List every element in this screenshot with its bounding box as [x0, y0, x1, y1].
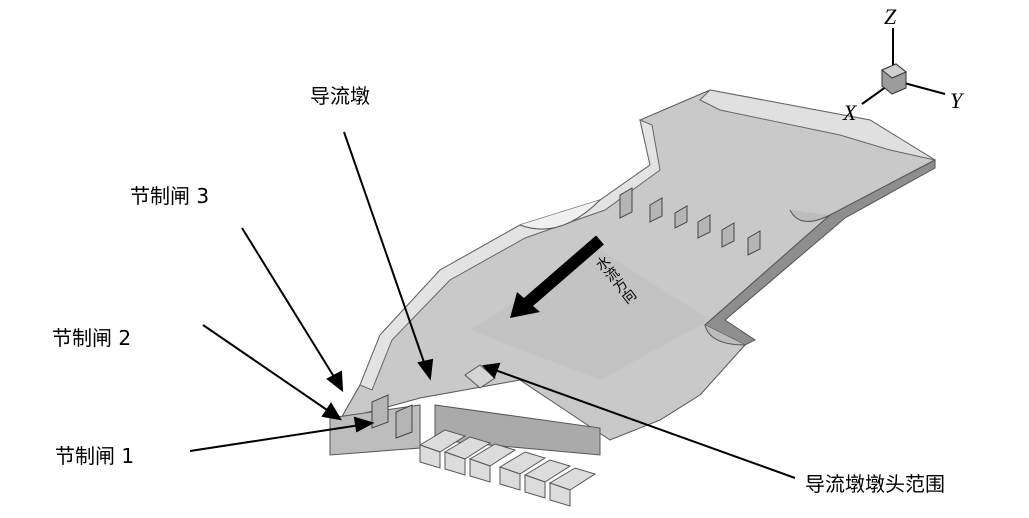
right-lower-notch — [704, 324, 746, 346]
z-axis-label: Z — [884, 4, 897, 29]
leader-lines — [189, 131, 796, 479]
gate1-label: 节制闸 1 — [55, 444, 135, 468]
channel-right-wall — [699, 89, 936, 161]
pier-head-label: 导流墩墩头范围 — [805, 472, 945, 496]
x-axis-label: X — [843, 100, 857, 125]
channel-left-wall — [359, 119, 661, 391]
pier-head — [464, 364, 496, 389]
left-notch — [519, 199, 601, 230]
right-notch — [789, 209, 831, 222]
channel-floor — [338, 89, 937, 441]
flow-arrow — [510, 235, 604, 318]
y-axis-label: Y — [950, 88, 963, 113]
gate-blocks — [371, 187, 761, 439]
gate2-label: 节制闸 2 — [52, 326, 132, 350]
axis-triad — [861, 28, 946, 105]
pier-label: 导流墩 — [310, 84, 370, 108]
channel-model — [329, 89, 937, 507]
outlet-blocks — [418, 429, 597, 507]
gate3-label: 节制闸 3 — [130, 184, 210, 208]
floor-shading — [470, 250, 710, 380]
channel-right-side — [704, 159, 936, 346]
